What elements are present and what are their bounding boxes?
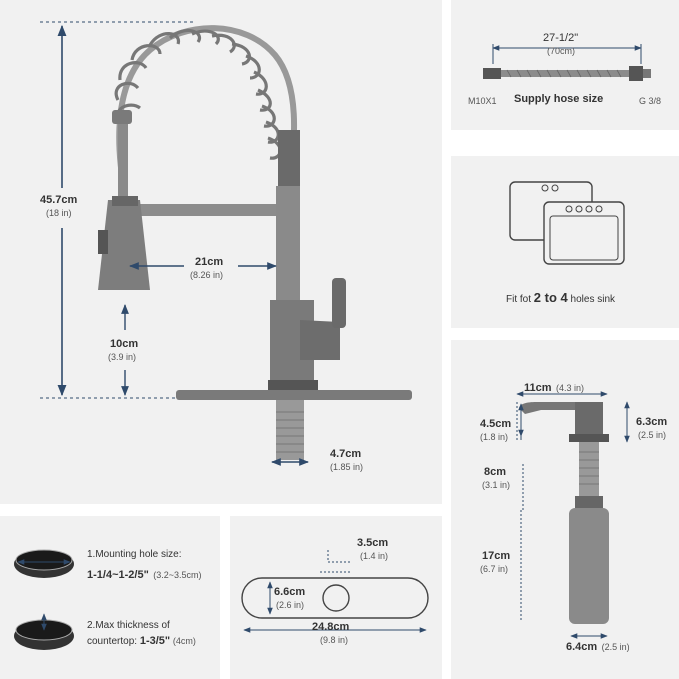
- hose-title: Supply hose size: [514, 93, 604, 105]
- faucet-spout-cm: 10cm: [110, 338, 139, 350]
- dispenser-dia-in: (2.5 in): [601, 642, 630, 652]
- mounting-diagram: [14, 549, 74, 650]
- faucet-panel: [0, 0, 442, 504]
- plate-hole: [322, 584, 350, 612]
- mounting-hole-size-value: 1-1/4~1-2/5": [87, 569, 149, 581]
- faucet-spout-in: (3.9 in): [108, 352, 137, 362]
- deck-plate-outline: [241, 577, 429, 619]
- dispenser-diameter: 6.4cm (2.5 in): [566, 637, 630, 655]
- sink-caption: Fit fot 2 to 4 holes sink: [506, 290, 615, 305]
- sink-caption-pre: Fit fot: [506, 294, 532, 305]
- dispenser-width-in: (4.3 in): [555, 383, 584, 393]
- mounting-hole-title: 1.Mounting hole size:: [87, 549, 182, 560]
- sink-caption-post: holes sink: [570, 294, 616, 305]
- mounting-hole-metric: (3.2~3.5cm): [153, 570, 202, 580]
- plate-diagram: [241, 550, 429, 633]
- hose-right-fit: G 3/8: [639, 96, 662, 106]
- faucet-height-in: (18 in): [46, 208, 72, 218]
- dispenser-bottle: [569, 508, 609, 624]
- spring-coil: [114, 25, 298, 196]
- plate-panel: [230, 516, 442, 679]
- faucet-shank-cm: 4.7cm: [330, 448, 362, 460]
- plate-height-cm: 6.6cm: [274, 586, 306, 598]
- hose-length: 27-1/2": [543, 32, 579, 44]
- thickness-title: 2.Max thickness of: [87, 620, 170, 631]
- faucet-reach-cm: 21cm: [195, 256, 224, 268]
- dispenser-width: 11cm (4.3 in): [524, 378, 584, 396]
- dispenser-diagram: [516, 391, 630, 639]
- thickness-value: 1-3/5": [139, 635, 171, 647]
- dispenser-head-in: (2.5 in): [638, 430, 667, 440]
- dispenser-head-cm: 6.3cm: [636, 416, 668, 428]
- dispenser-neck-cm: 8cm: [484, 466, 507, 478]
- mounting-hole-size: 1-1/4~1-2/5" (3.2~3.5cm): [87, 565, 202, 583]
- faucet-reach-in: (8.26 in): [190, 270, 224, 280]
- thickness-pre: countertop:: [87, 636, 138, 647]
- dispenser-head: [519, 402, 577, 414]
- dispenser-spout-in: (1.8 in): [480, 432, 509, 442]
- thickness-metric: (4cm): [172, 636, 196, 646]
- plate-length-cm: 24.8cm: [312, 621, 350, 633]
- faucet-body: [276, 186, 300, 306]
- plate-length-in: (9.8 in): [320, 635, 349, 645]
- dispenser-dia-cm: 6.4cm: [566, 641, 598, 653]
- dispenser-bottle-cm: 17cm: [482, 550, 511, 562]
- dispenser-bottle-in: (6.7 in): [480, 564, 509, 574]
- faucet-shank-in: (1.85 in): [330, 462, 364, 472]
- hose-left-fit: M10X1: [468, 96, 497, 106]
- thickness-size: countertop: 1-3/5" (4cm): [87, 635, 196, 647]
- faucet-height-cm: 45.7cm: [40, 194, 78, 206]
- faucet-diagram: [40, 21, 412, 466]
- sink-diagram: [509, 181, 625, 265]
- dispenser-neck-in: (3.1 in): [482, 480, 511, 490]
- hose-length-metric: (70cm): [547, 46, 576, 56]
- hose-panel: [451, 0, 679, 130]
- hose-diagram: [483, 44, 651, 81]
- plate-hole-in: (1.4 in): [360, 551, 389, 561]
- plate-height-in: (2.6 in): [276, 600, 305, 610]
- supply-hose: [501, 70, 629, 77]
- plate-hole-cm: 3.5cm: [357, 537, 389, 549]
- dispenser-width-cm: 11cm: [524, 382, 552, 394]
- deck-plate: [176, 390, 412, 400]
- dispenser-spout-cm: 4.5cm: [480, 418, 512, 430]
- mounting-panel: [0, 516, 220, 679]
- sink-caption-bold: 2 to 4: [533, 290, 568, 305]
